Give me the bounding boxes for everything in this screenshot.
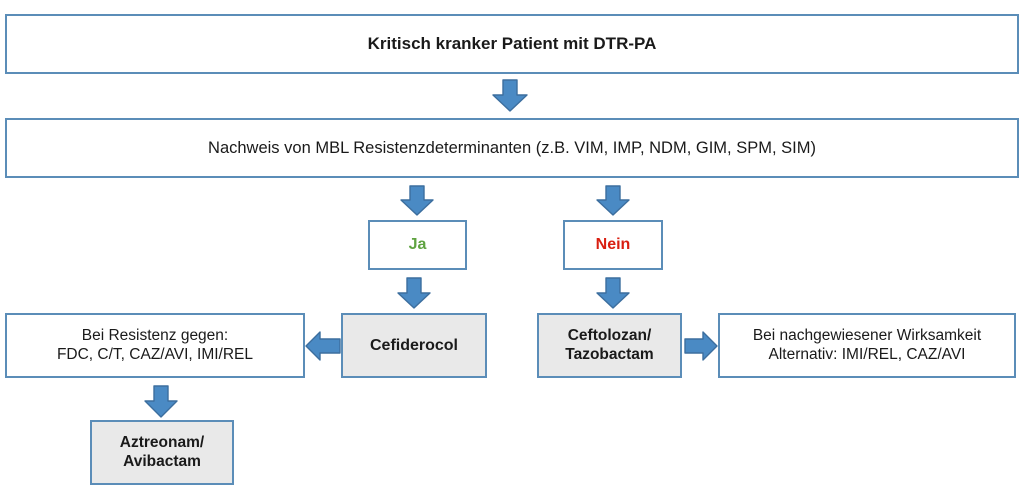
node-decision-no: Nein (563, 220, 663, 270)
node-decision-yes: Ja (368, 220, 467, 270)
arrow-down-mbl-to-no (596, 185, 630, 216)
node-resistance-against: Bei Resistenz gegen: FDC, C/T, CAZ/AVI, … (5, 313, 305, 378)
node-decision-no-label: Nein (595, 236, 631, 254)
arrow-left-cefiderocol-to-resistance (305, 326, 341, 366)
node-title-label: Kritisch kranker Patient mit DTR-PA (367, 33, 657, 53)
node-resistance-against-label: Bei Resistenz gegen: FDC, C/T, CAZ/AVI, … (56, 326, 254, 363)
node-proven-efficacy-label: Bei nachgewiesener Wirksamkeit Alternati… (752, 326, 982, 363)
node-proven-efficacy: Bei nachgewiesener Wirksamkeit Alternati… (718, 313, 1016, 378)
node-cefiderocol: Cefiderocol (341, 313, 487, 378)
node-aztreonam-avibactam: Aztreonam/ Avibactam (90, 420, 234, 485)
node-aztreonam-avibactam-label: Aztreonam/ Avibactam (119, 433, 205, 470)
arrow-down-mbl-to-yes (400, 185, 434, 216)
arrow-down-resistance-to-aztreonam (144, 385, 178, 418)
node-decision-yes-label: Ja (408, 236, 427, 254)
arrow-down-no-to-ceftolozan (596, 277, 630, 309)
arrow-right-ceftolozan-to-efficacy (684, 326, 718, 366)
node-ceftolozan-tazobactam: Ceftolozan/ Tazobactam (537, 313, 682, 378)
node-ceftolozan-tazobactam-label: Ceftolozan/ Tazobactam (565, 326, 654, 363)
node-mbl-label: Nachweis von MBL Resistenzdeterminanten … (208, 138, 816, 157)
arrow-down-title-to-mbl (492, 79, 528, 112)
node-mbl-detection: Nachweis von MBL Resistenzdeterminanten … (5, 118, 1019, 178)
node-cefiderocol-label: Cefiderocol (369, 336, 458, 354)
arrow-down-yes-to-cefiderocol (397, 277, 431, 309)
node-title-patient: Kritisch kranker Patient mit DTR-PA (5, 14, 1019, 74)
